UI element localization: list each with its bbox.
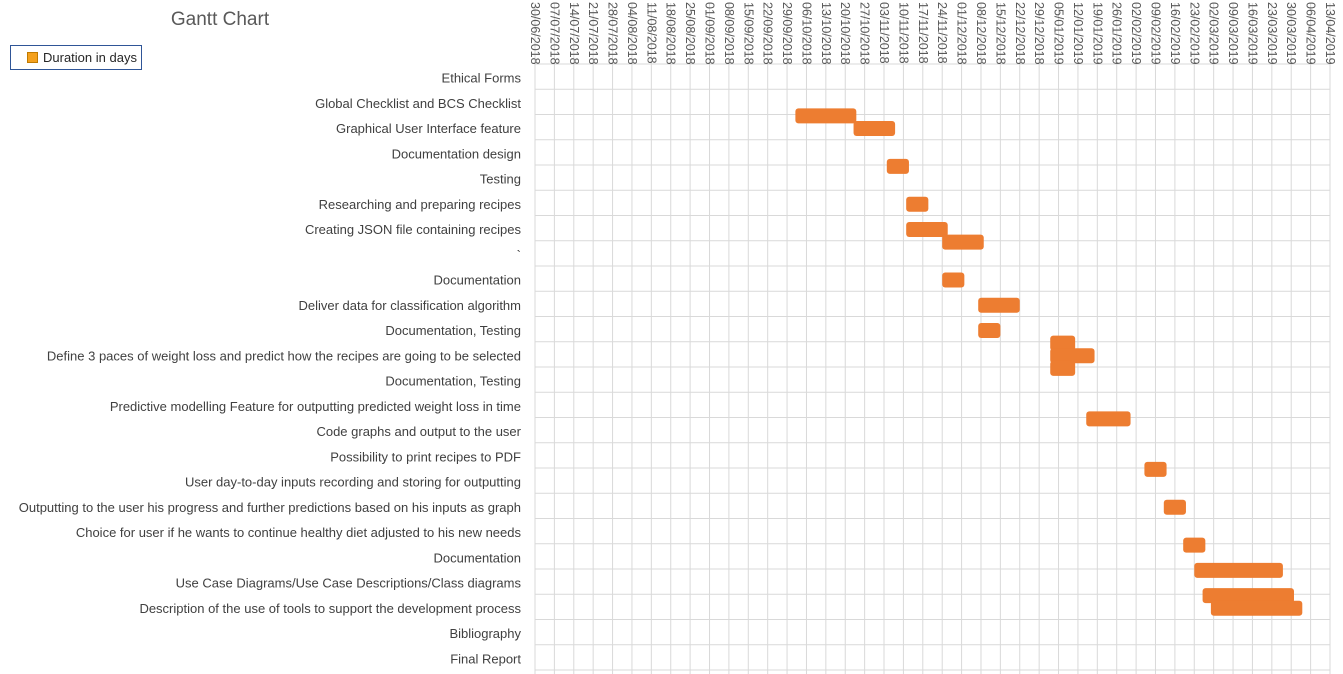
gantt-bar — [1194, 562, 1283, 578]
gantt-bar — [1050, 348, 1095, 364]
date-tick-label: 01/09/2018 — [703, 2, 717, 65]
task-label: Graphical User Interface feature — [336, 121, 521, 136]
date-tick-label: 29/12/2018 — [1032, 2, 1046, 65]
gantt-bar — [853, 121, 896, 136]
task-label: Documentation, Testing — [385, 323, 521, 338]
date-tick-label: 06/04/2019 — [1304, 2, 1318, 65]
gantt-bar — [1183, 537, 1206, 553]
date-tick-label: 30/06/2018 — [528, 2, 542, 65]
gantt-bar — [1163, 499, 1186, 515]
legend: Duration in days — [10, 45, 142, 70]
date-tick-label: 07/07/2018 — [547, 2, 561, 65]
task-label: Ethical Forms — [442, 71, 522, 86]
gantt-bar — [1086, 411, 1131, 427]
gantt-bar — [1144, 461, 1167, 477]
date-tick-label: 09/02/2019 — [1148, 2, 1162, 65]
date-tick-label: 25/08/2018 — [683, 2, 697, 65]
date-tick-label: 01/12/2018 — [955, 2, 969, 65]
gantt-bar — [1050, 335, 1076, 351]
date-tick-label: 24/11/2018 — [935, 2, 949, 64]
date-tick-label: 18/08/2018 — [664, 2, 678, 65]
gantt-bar — [906, 222, 948, 237]
task-label: Documentation — [434, 273, 521, 288]
gantt-bar — [942, 272, 965, 288]
task-label: Bibliography — [449, 626, 521, 641]
task-label: User day-to-day inputs recording and sto… — [185, 475, 521, 490]
date-tick-label: 06/10/2018 — [799, 2, 813, 65]
date-tick-label: 19/01/2019 — [1090, 2, 1104, 65]
gantt-bar — [906, 196, 929, 212]
date-tick-label: 11/08/2018 — [644, 2, 658, 64]
task-label: Code graphs and output to the user — [316, 424, 521, 439]
date-tick-label: 08/12/2018 — [974, 2, 988, 65]
task-label: Documentation, Testing — [385, 374, 521, 389]
date-tick-label: 10/11/2018 — [896, 2, 910, 64]
task-label: Documentation — [434, 550, 521, 565]
date-tick-label: 13/04/2019 — [1323, 2, 1337, 65]
task-label: ` — [517, 247, 521, 262]
gantt-bar — [795, 108, 857, 124]
date-tick-label: 02/03/2019 — [1207, 2, 1221, 65]
date-tick-label: 14/07/2018 — [567, 2, 581, 65]
task-label: Creating JSON file containing recipes — [305, 222, 522, 237]
legend-label: Duration in days — [43, 50, 137, 65]
task-label: Deliver data for classification algorith… — [298, 298, 521, 313]
task-label: Testing — [480, 172, 521, 187]
gantt-bar — [978, 323, 1001, 338]
date-tick-label: 15/09/2018 — [741, 2, 755, 65]
task-label: Documentation design — [392, 146, 521, 161]
date-tick-label: 20/10/2018 — [838, 2, 852, 65]
date-tick-label: 16/03/2019 — [1245, 2, 1259, 65]
task-label: Global Checklist and BCS Checklist — [315, 96, 521, 111]
gantt-bar — [942, 234, 984, 250]
date-tick-label: 22/09/2018 — [761, 2, 775, 65]
date-tick-label: 29/09/2018 — [780, 2, 794, 65]
gantt-bar — [886, 158, 909, 174]
gantt-bar — [1202, 588, 1294, 604]
date-tick-label: 08/09/2018 — [722, 2, 736, 65]
gantt-bar — [1050, 360, 1076, 376]
task-label: Description of the use of tools to suppo… — [139, 601, 521, 616]
date-tick-label: 28/07/2018 — [606, 2, 620, 65]
gantt-bar — [1210, 600, 1303, 616]
date-tick-label: 13/10/2018 — [819, 2, 833, 65]
date-tick-label: 22/12/2018 — [1013, 2, 1027, 65]
date-tick-label: 23/03/2019 — [1265, 2, 1279, 65]
date-tick-label: 04/08/2018 — [625, 2, 639, 65]
date-tick-label: 21/07/2018 — [586, 2, 600, 65]
chart-title: Gantt Chart — [170, 9, 270, 30]
date-tick-label: 15/12/2018 — [993, 2, 1007, 65]
date-tick-label: 05/01/2019 — [1052, 2, 1066, 65]
task-label: Final Report — [450, 651, 521, 666]
date-tick-label: 16/02/2019 — [1168, 2, 1182, 65]
date-tick-label: 26/01/2019 — [1110, 2, 1124, 65]
task-label: Predictive modelling Feature for outputt… — [110, 399, 521, 414]
date-tick-label: 12/01/2019 — [1071, 2, 1085, 65]
task-label: Researching and preparing recipes — [319, 197, 522, 212]
date-tick-label: 30/03/2019 — [1284, 2, 1298, 65]
date-tick-label: 09/03/2019 — [1226, 2, 1240, 65]
gantt-bar — [978, 297, 1020, 313]
date-tick-label: 02/02/2019 — [1129, 2, 1143, 65]
task-label: Choice for user if he wants to continue … — [76, 525, 522, 540]
date-tick-label: 03/11/2018 — [877, 2, 891, 64]
task-label: Define 3 paces of weight loss and predic… — [47, 348, 521, 363]
date-tick-label: 27/10/2018 — [858, 2, 872, 65]
date-tick-label: 17/11/2018 — [916, 2, 930, 64]
date-tick-label: 23/02/2019 — [1187, 2, 1201, 65]
task-label: Use Case Diagrams/Use Case Descriptions/… — [176, 576, 522, 591]
task-label: Possibility to print recipes to PDF — [330, 449, 521, 464]
task-label: Outputting to the user his progress and … — [19, 500, 521, 515]
legend-swatch — [27, 52, 38, 63]
